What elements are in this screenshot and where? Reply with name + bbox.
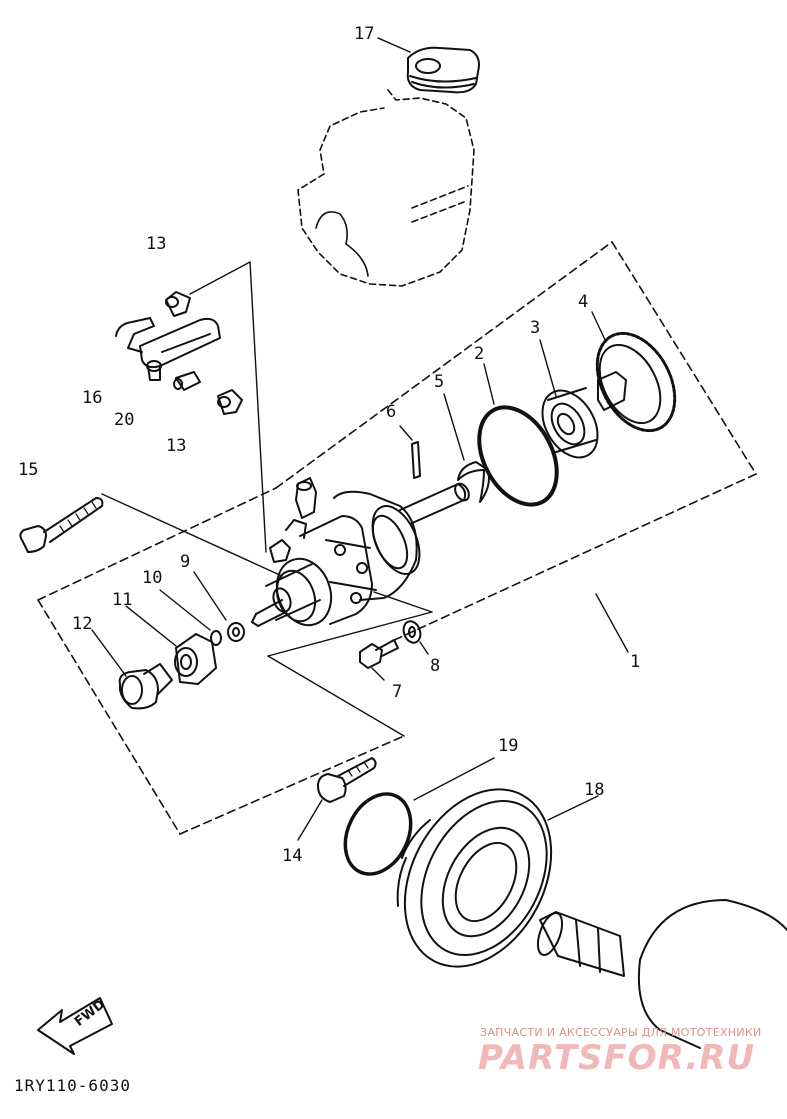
oil-pump-body xyxy=(251,477,470,627)
part-11-nut xyxy=(174,633,217,685)
part-17-cap xyxy=(406,46,480,94)
callout-6: 6 xyxy=(386,402,397,422)
part-15-bolt xyxy=(19,497,104,553)
part-19-o-ring xyxy=(343,792,413,876)
part-7-bolt xyxy=(359,639,399,669)
callout-19: 19 xyxy=(498,736,519,756)
part-4-gear xyxy=(595,331,677,433)
callout-7: 7 xyxy=(392,682,403,702)
callout-17: 17 xyxy=(354,24,375,44)
part-18-cover xyxy=(396,788,553,968)
part-14-bolt xyxy=(317,757,377,803)
watermark-tagline: ЗАПЧАСТИ И АКСЕССУАРЫ ДЛЯ МОТОТЕХНИКИ xyxy=(480,1026,762,1039)
part-12-plug xyxy=(118,663,173,710)
callout-13-upper: 13 xyxy=(146,234,167,254)
part-3-bearing xyxy=(541,387,599,459)
part-8-washer xyxy=(402,620,422,644)
watermark-logo: PARTSFOR.RU xyxy=(478,1038,756,1078)
callout-11: 11 xyxy=(112,590,133,610)
part-10-ring xyxy=(210,630,222,646)
callout-4: 4 xyxy=(578,292,589,312)
part-13-sleeve-upper xyxy=(165,291,191,317)
callout-9: 9 xyxy=(180,552,191,572)
part-20-pin xyxy=(173,371,201,391)
callout-3: 3 xyxy=(530,318,541,338)
part-13-sleeve-lower xyxy=(217,389,243,415)
callout-8: 8 xyxy=(430,656,441,676)
callout-16: 16 xyxy=(82,388,103,408)
crankcase-outline xyxy=(297,89,475,287)
crankshaft-reference xyxy=(536,899,787,1049)
part-6-pin xyxy=(411,441,421,479)
callout-12: 12 xyxy=(72,614,93,634)
callout-10: 10 xyxy=(142,568,163,588)
diagram-code: 1RY110-6030 xyxy=(14,1076,131,1095)
callout-20: 20 xyxy=(114,410,135,430)
callout-1: 1 xyxy=(630,652,641,672)
part-5-circlip xyxy=(457,461,490,503)
callout-18: 18 xyxy=(584,780,605,800)
callout-5: 5 xyxy=(434,372,445,392)
part-16-bracket xyxy=(115,317,221,381)
callout-14: 14 xyxy=(282,846,303,866)
callout-2: 2 xyxy=(474,344,485,364)
part-2-o-ring xyxy=(477,405,559,507)
part-9-washer xyxy=(227,622,245,642)
callout-13-lower: 13 xyxy=(166,436,187,456)
fwd-arrow-icon xyxy=(37,997,113,1055)
callout-15: 15 xyxy=(18,460,39,480)
